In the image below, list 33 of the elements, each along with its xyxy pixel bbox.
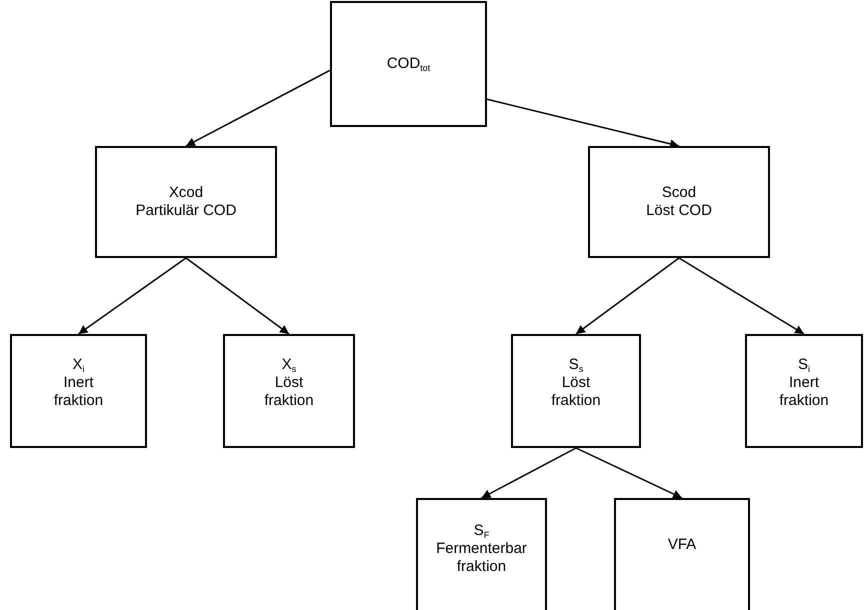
process-box — [223, 334, 355, 448]
arrow — [78, 257, 186, 335]
process-box — [588, 146, 770, 258]
box-text: Scod — [662, 184, 696, 202]
process-box — [95, 146, 277, 258]
arrow — [486, 98, 680, 148]
arrow — [186, 257, 290, 335]
arrow — [186, 70, 330, 147]
process-box — [330, 1, 487, 127]
arrow — [481, 447, 576, 499]
box-text: X$_{i}$ — [72, 356, 84, 374]
process-box — [511, 334, 641, 448]
box-text: S$_{i}$ — [798, 356, 810, 374]
process-box — [745, 334, 863, 448]
arrow — [678, 257, 804, 335]
box-text: Inert fraktion — [778, 374, 830, 410]
box-text: S$_{F}$ — [474, 522, 490, 540]
process-box — [416, 498, 547, 610]
arrow — [576, 257, 680, 335]
box-text: Fermenterbar fraktion — [435, 540, 528, 576]
box-text: COD$_{tot}$ — [386, 55, 430, 73]
arrow — [576, 447, 682, 499]
process-box — [614, 498, 750, 610]
box-text: Löst COD — [646, 202, 712, 220]
box-text: Xcod — [168, 184, 204, 202]
box-text: Löst fraktion — [263, 374, 315, 410]
box-text: X$_{s}$ — [282, 356, 296, 374]
process-box — [10, 334, 147, 448]
box-text: Löst fraktion — [550, 374, 602, 410]
box-text: S$_{s}$ — [568, 356, 584, 374]
box-text: Partikulär COD — [136, 202, 236, 220]
box-text: Inert fraktion — [52, 374, 104, 410]
box-text: VFA — [668, 536, 696, 554]
